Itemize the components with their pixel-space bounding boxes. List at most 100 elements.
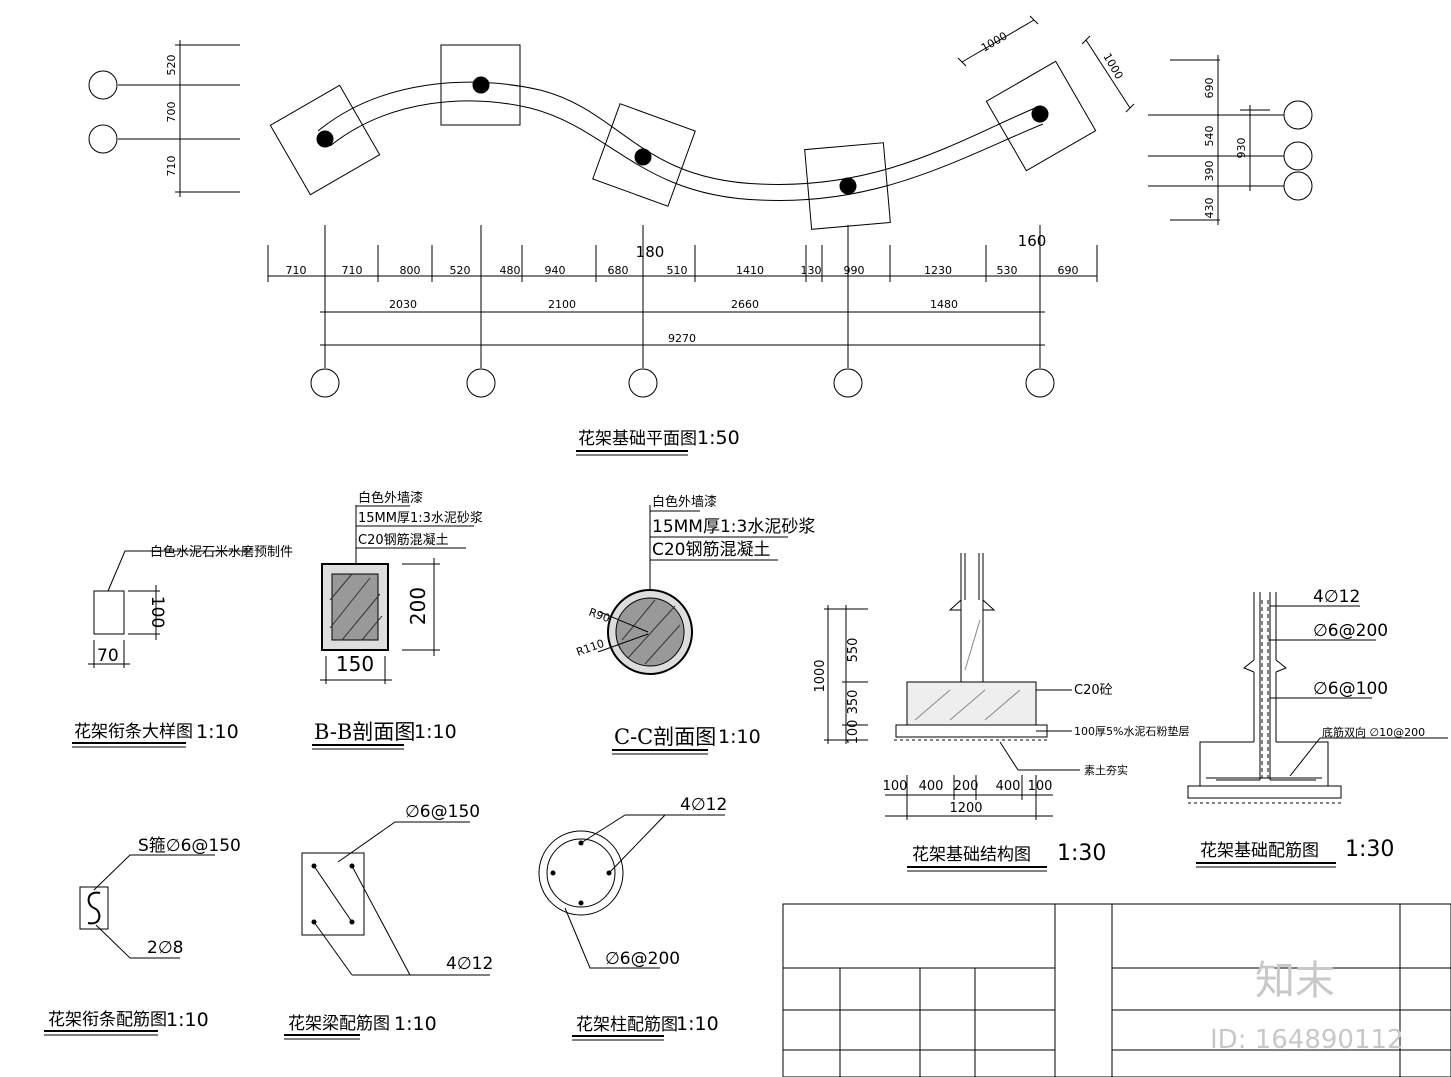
total-dim: 9270 [668,332,696,345]
br-label-top: ∅6@150 [405,802,480,822]
cc-note-1: 白色外墙漆 [652,494,717,510]
footing-5 [985,60,1097,172]
axis-bubble-1 [310,368,340,398]
footing-4 [804,142,891,230]
plan-title: 花架基础平面图 [578,429,697,449]
cc-r-outer: R110 [575,637,606,659]
pr-title: 花架衔条配筋图 [48,1010,167,1030]
curved-beam-inner [329,100,1044,202]
fs-hdim-5: 100 [1028,779,1053,794]
column-4 [839,177,857,195]
fr-label-1: 4∅12 [1313,587,1360,607]
angle-label-2: 160 [1018,232,1047,250]
right-axis-bubble-b [1283,141,1313,171]
fs-title: 花架基础结构图 [912,845,1031,865]
fs-hdim-1: 100 [883,779,908,794]
column-2 [472,76,490,94]
row1-dim-3: 800 [400,264,421,277]
cr-title: 花架柱配筋图 [576,1015,678,1035]
watermark-brand: 知末 [1255,958,1335,1004]
row2-dim-4: 1480 [930,298,958,311]
footing-3 [592,103,696,207]
left-axis-bubble-b [88,124,118,154]
cc-note-2: 15MM厚1:3水泥砂浆 [652,517,815,537]
left-axis-bubble-a [88,70,118,100]
pr-scale: 1:10 [166,1009,209,1031]
row1-dim-7: 680 [608,264,629,277]
column-1 [316,130,334,148]
bb-title: B-B剖面图 [314,720,415,744]
row2-dim-1: 2030 [389,298,417,311]
bb-note-2: 15MM厚1:3水泥砂浆 [358,511,483,526]
watermark: 知末 ID: 164890112 [1210,958,1404,1055]
foundation-rebar: 4∅12 ∅6@200 ∅6@100 底筋双向 ∅10@200 花架基础配筋图 … [1187,587,1448,868]
purlin-detail: 白色水泥石米水磨预制件 70 100 花架衔条大样图 1:10 [72,544,293,748]
right-axis-bubble-c [1283,171,1313,201]
purlin-rebar: S箍∅6@150 2∅8 花架衔条配筋图 1:10 [44,836,241,1036]
fs-scale: 1:30 [1057,841,1106,866]
row1-dim-9: 1410 [736,264,764,277]
column-3 [634,148,652,166]
fs-vdim-3: 100 [846,720,861,745]
cr-scale: 1:10 [676,1013,719,1035]
right-dim-total: 930 [1235,138,1248,159]
column-rebar: 4∅12 ∅6@200 花架柱配筋图 1:10 [538,795,727,1041]
purlin-note: 白色水泥石米水磨预制件 [150,544,293,560]
cc-scale: 1:10 [718,726,761,748]
pr-label-bottom: 2∅8 [147,938,183,958]
purlin-height: 100 [147,596,167,628]
fr-scale: 1:30 [1345,837,1394,862]
square-dim-2: 1000 [1100,51,1125,82]
br-scale: 1:10 [394,1013,437,1035]
pr-label-top: S箍∅6@150 [138,836,241,856]
axis-bubble-2 [466,368,496,398]
row1-dim-6: 940 [545,264,566,277]
row1-dim-14: 690 [1058,264,1079,277]
bb-width: 150 [336,652,374,676]
left-dim-3: 710 [165,156,178,177]
purlin-width: 70 [97,646,119,666]
right-dim-4: 430 [1203,198,1216,219]
fs-hdim-4: 400 [996,779,1021,794]
purlin-scale: 1:10 [196,721,239,743]
title-block [782,903,1451,1077]
curved-beam-outer [317,81,1036,185]
right-axis-bubble-a [1283,100,1313,130]
row1-dim-10: 130 [801,264,822,277]
axis-bubble-5 [1025,368,1055,398]
row1-dim-1: 710 [286,264,307,277]
row1-dim-8: 510 [667,264,688,277]
right-dim-2: 540 [1203,126,1216,147]
left-dim-1: 520 [165,55,178,76]
bb-scale: 1:10 [414,721,457,743]
s-hook [87,891,101,925]
angle-label-1: 180 [636,243,665,261]
square-dim-1: 1000 [979,29,1010,54]
fr-label-2: ∅6@200 [1313,621,1388,641]
right-dim-1: 690 [1203,78,1216,99]
br-label-bottom: 4∅12 [446,954,493,974]
fr-label-3: ∅6@100 [1313,679,1388,699]
fs-label-soil: 素土夯实 [1084,763,1128,777]
left-dim-2: 700 [165,102,178,123]
watermark-id: ID: 164890112 [1210,1025,1404,1055]
row1-dim-2: 710 [342,264,363,277]
cr-label-bottom: ∅6@200 [605,949,680,969]
row1-dim-4: 520 [450,264,471,277]
plan-scale: 1:50 [697,427,740,449]
cc-r-inner: R90 [587,606,612,626]
cc-note-3: C20钢筋混凝土 [652,540,771,560]
dim-ticks [267,225,1098,368]
footing-1 [269,84,381,196]
fs-label-concrete: C20砼 [1074,683,1113,698]
axis-bubble-3 [628,368,658,398]
fs-hdim-total: 1200 [949,801,982,816]
bb-height: 200 [406,587,430,625]
axis-bubble-4 [833,368,863,398]
br-title: 花架梁配筋图 [288,1014,390,1034]
row1-dim-5: 480 [500,264,521,277]
bb-note-3: C20钢筋混凝土 [358,532,449,548]
fr-label-4: 底筋双向 ∅10@200 [1322,725,1425,739]
column-5 [1031,105,1049,123]
